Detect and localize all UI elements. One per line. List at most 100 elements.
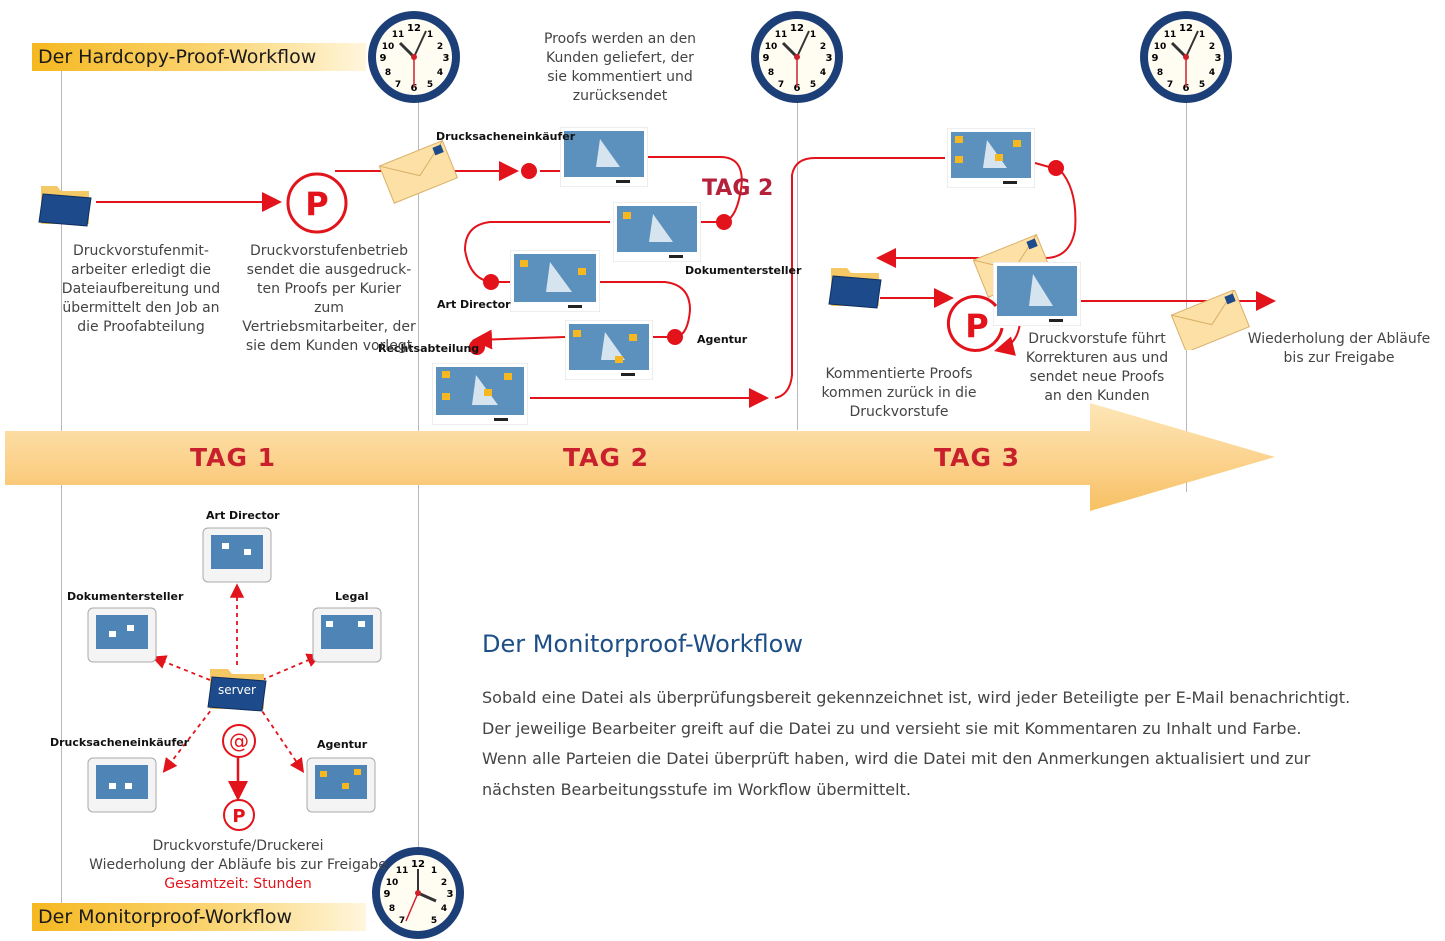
proof-sheet-icon xyxy=(565,320,653,380)
role-label-agency: Agentur xyxy=(697,333,748,346)
svg-text:9: 9 xyxy=(1152,53,1159,64)
svg-text:@: @ xyxy=(229,729,249,753)
network-connectors xyxy=(151,583,322,801)
total-time-bottom: Gesamtzeit: Stunden xyxy=(164,876,312,892)
svg-text:P: P xyxy=(232,806,245,827)
svg-text:10: 10 xyxy=(1154,42,1167,52)
role-label-agency-bottom: Agentur xyxy=(317,738,368,751)
svg-text:2: 2 xyxy=(437,42,443,52)
svg-text:2: 2 xyxy=(820,42,826,52)
svg-text:8: 8 xyxy=(389,904,395,914)
svg-text:12: 12 xyxy=(1179,23,1193,34)
svg-text:4: 4 xyxy=(437,68,443,78)
svg-text:11: 11 xyxy=(775,30,788,40)
svg-text:3: 3 xyxy=(447,889,454,900)
separator-line-2 xyxy=(418,72,419,932)
day-label-1: TAG 1 xyxy=(190,443,277,472)
role-label-creator-bottom: Dokumentersteller xyxy=(67,590,184,603)
clock-icon: 12 3 9 1 11 2 10 4 8 5 7 xyxy=(372,847,464,939)
caption-monitor-workflow: Druckvorstufe/Druckerei Wiederholung der… xyxy=(62,837,414,894)
svg-text:4: 4 xyxy=(1209,68,1215,78)
svg-text:7: 7 xyxy=(395,80,401,90)
role-label-legal: Rechtsabteilung xyxy=(378,342,480,355)
svg-text:12: 12 xyxy=(790,23,804,34)
proof-sheet-icon xyxy=(613,202,701,262)
proof-p-icon: P xyxy=(223,799,255,831)
svg-text:4: 4 xyxy=(441,904,447,914)
svg-text:12: 12 xyxy=(411,859,425,870)
svg-text:2: 2 xyxy=(1209,42,1215,52)
monitor-title-bar: Der Monitorproof-Workflow xyxy=(32,903,366,931)
hardcopy-title: Der Hardcopy-Proof-Workflow xyxy=(32,43,366,71)
monitor-icon xyxy=(312,607,382,663)
svg-text:7: 7 xyxy=(1167,80,1173,90)
monitor-description: Sobald eine Datei als überprüfungsbereit… xyxy=(482,688,1351,799)
svg-text:12: 12 xyxy=(407,23,421,34)
svg-text:5: 5 xyxy=(1199,80,1205,90)
svg-text:1: 1 xyxy=(431,866,437,876)
timeline-arrow xyxy=(5,403,1275,511)
svg-text:10: 10 xyxy=(382,42,395,52)
proof-sheet-icon xyxy=(993,262,1081,326)
svg-text:11: 11 xyxy=(392,30,405,40)
svg-text:P: P xyxy=(305,185,328,223)
day-label-3: TAG 3 xyxy=(934,443,1021,472)
clock-icon: 12 6 3 9 1 11 2 10 4 8 5 7 xyxy=(368,11,460,103)
svg-text:P: P xyxy=(965,307,988,345)
svg-text:10: 10 xyxy=(386,878,399,888)
svg-text:1: 1 xyxy=(1199,30,1205,40)
svg-text:10: 10 xyxy=(765,42,778,52)
envelope-icon xyxy=(378,139,459,204)
svg-text:8: 8 xyxy=(1157,68,1163,78)
at-icon: @ xyxy=(222,724,256,758)
svg-text:6: 6 xyxy=(411,83,418,94)
clock-icon: 12 6 3 9 1 11 2 10 4 8 5 7 xyxy=(751,11,843,103)
proof-sheet-icon xyxy=(432,363,528,425)
svg-text:3: 3 xyxy=(826,53,833,64)
day-label-2: TAG 2 xyxy=(563,443,650,472)
svg-text:3: 3 xyxy=(1215,53,1222,64)
svg-text:4: 4 xyxy=(820,68,826,78)
proof-sheet-icon xyxy=(947,128,1035,188)
proof-p-icon: P xyxy=(946,295,1004,352)
svg-text:5: 5 xyxy=(431,916,437,926)
svg-text:2: 2 xyxy=(441,878,447,888)
separator-line-3 xyxy=(797,72,798,430)
svg-text:11: 11 xyxy=(396,866,409,876)
role-label-buyer-bottom: Drucksacheneinkäufer xyxy=(50,736,190,749)
proof-p-icon: P xyxy=(286,172,348,234)
svg-text:5: 5 xyxy=(810,80,816,90)
folder-icon xyxy=(828,268,882,309)
monitor-heading: Der Monitorproof-Workflow xyxy=(482,630,803,658)
proof-sheet-icon xyxy=(510,250,600,312)
svg-text:7: 7 xyxy=(778,80,784,90)
svg-text:7: 7 xyxy=(399,916,405,926)
svg-text:5: 5 xyxy=(427,80,433,90)
role-label-art-director-bottom: Art Director xyxy=(206,509,280,522)
monitor-icon xyxy=(87,607,157,663)
monitor-icon xyxy=(306,757,376,813)
folder-icon xyxy=(38,186,92,227)
role-label-creator: Dokumentersteller xyxy=(685,264,802,277)
role-label-legal-bottom: Legal xyxy=(335,590,369,603)
tag2-overlay-label: TAG 2 xyxy=(702,176,774,201)
svg-text:9: 9 xyxy=(763,53,770,64)
svg-text:9: 9 xyxy=(384,889,391,900)
server-icon xyxy=(207,669,267,712)
svg-text:8: 8 xyxy=(768,68,774,78)
svg-text:6: 6 xyxy=(794,83,801,94)
role-label-art-director: Art Director xyxy=(437,298,511,311)
clock-icon: 12 6 3 9 1 11 2 10 4 8 5 7 xyxy=(1140,11,1232,103)
role-label-buyer: Drucksacheneinkäufer xyxy=(436,130,576,143)
proof-sheet-icon xyxy=(560,127,648,187)
svg-text:3: 3 xyxy=(443,53,450,64)
monitor-icon xyxy=(202,527,272,583)
svg-text:9: 9 xyxy=(380,53,387,64)
